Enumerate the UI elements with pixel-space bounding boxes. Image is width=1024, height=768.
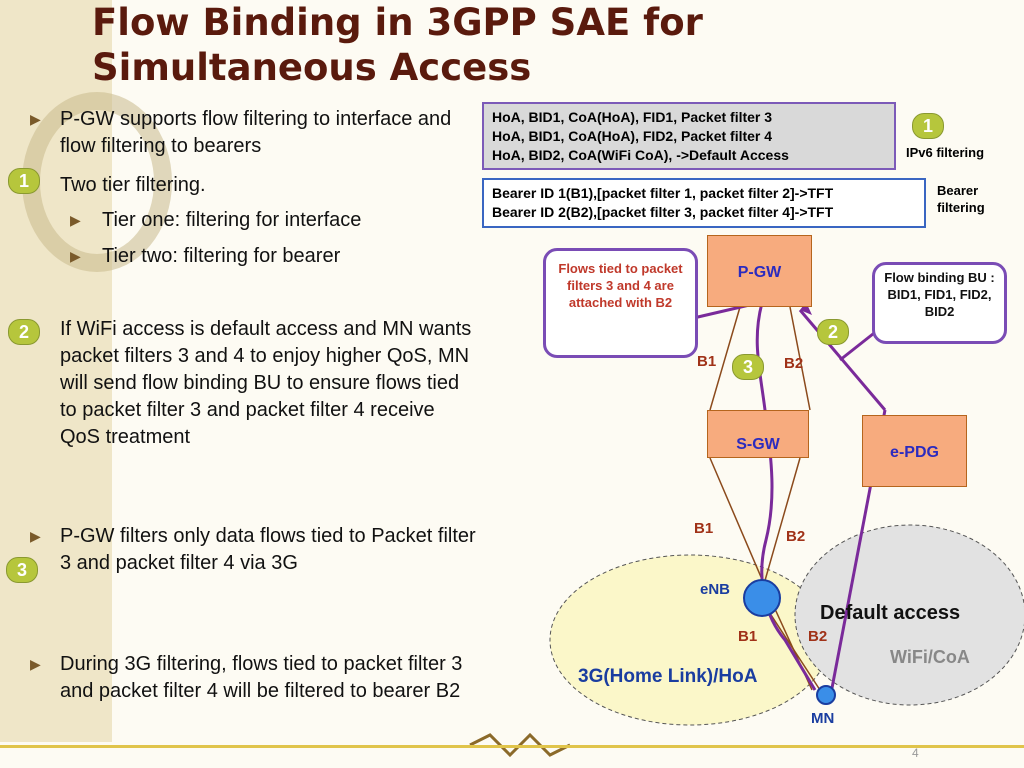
bullet-arrow-icon: ▶ xyxy=(30,528,41,544)
marker-2: 2 xyxy=(8,319,40,345)
marker-1: 1 xyxy=(8,168,40,194)
mn-node xyxy=(816,685,836,705)
wifi-ellipse xyxy=(794,524,1024,706)
wifi-coa-label: WiFi/CoA xyxy=(890,647,970,667)
bearer-filtering-label: Bearer filtering xyxy=(937,183,985,215)
default-access-label: Default access xyxy=(820,602,961,624)
diagram-marker-1: 1 xyxy=(912,113,944,139)
b2-label-pgw: B2 xyxy=(784,355,804,372)
sgw-node: S-GW xyxy=(707,410,809,458)
ipv6-filtering-label: IPv6 filtering xyxy=(906,145,985,160)
footer-line xyxy=(0,745,1024,748)
diagram-marker-3: 3 xyxy=(732,354,764,380)
marker-3: 3 xyxy=(6,557,38,583)
b2-label-enb: B2 xyxy=(808,628,828,645)
b2-label-sgw: B2 xyxy=(786,528,806,545)
b1-label-enb: B1 xyxy=(738,628,758,645)
flows-callout: Flows tied to packet filters 3 and 4 are… xyxy=(543,248,698,358)
epdg-node: e-PDG xyxy=(862,415,967,487)
bullet-arrow-icon: ▶ xyxy=(30,656,41,672)
b1-label-sgw: B1 xyxy=(694,520,714,537)
bu-path xyxy=(798,309,887,411)
home-link-label: 3G(Home Link)/HoA xyxy=(578,666,758,687)
bullet-arrow-icon: ▶ xyxy=(30,111,41,127)
bullet-arrow-icon: ▶ xyxy=(70,212,81,228)
ipv6-filter-table: HoA, BID1, CoA(HoA), FID1, Packet filter… xyxy=(482,102,896,170)
page-title: Flow Binding in 3GPP SAE for Simultaneou… xyxy=(92,1,703,89)
mn-label: MN xyxy=(811,710,835,727)
b1-label-pgw: B1 xyxy=(697,353,717,370)
flow-binding-callout: Flow binding BU : BID1, FID1, FID2, BID2 xyxy=(872,262,1007,344)
bearer-filter-table: Bearer ID 1(B1),[packet filter 1, packet… xyxy=(482,178,926,228)
pgw-node: P-GW xyxy=(707,235,812,307)
page-number: 4 xyxy=(912,746,919,760)
bu-callout-pointer xyxy=(839,328,879,362)
enb-node xyxy=(743,579,781,617)
enb-label: eNB xyxy=(700,581,731,598)
bullet-arrow-icon: ▶ xyxy=(70,248,81,264)
diagram-marker-2: 2 xyxy=(817,319,849,345)
